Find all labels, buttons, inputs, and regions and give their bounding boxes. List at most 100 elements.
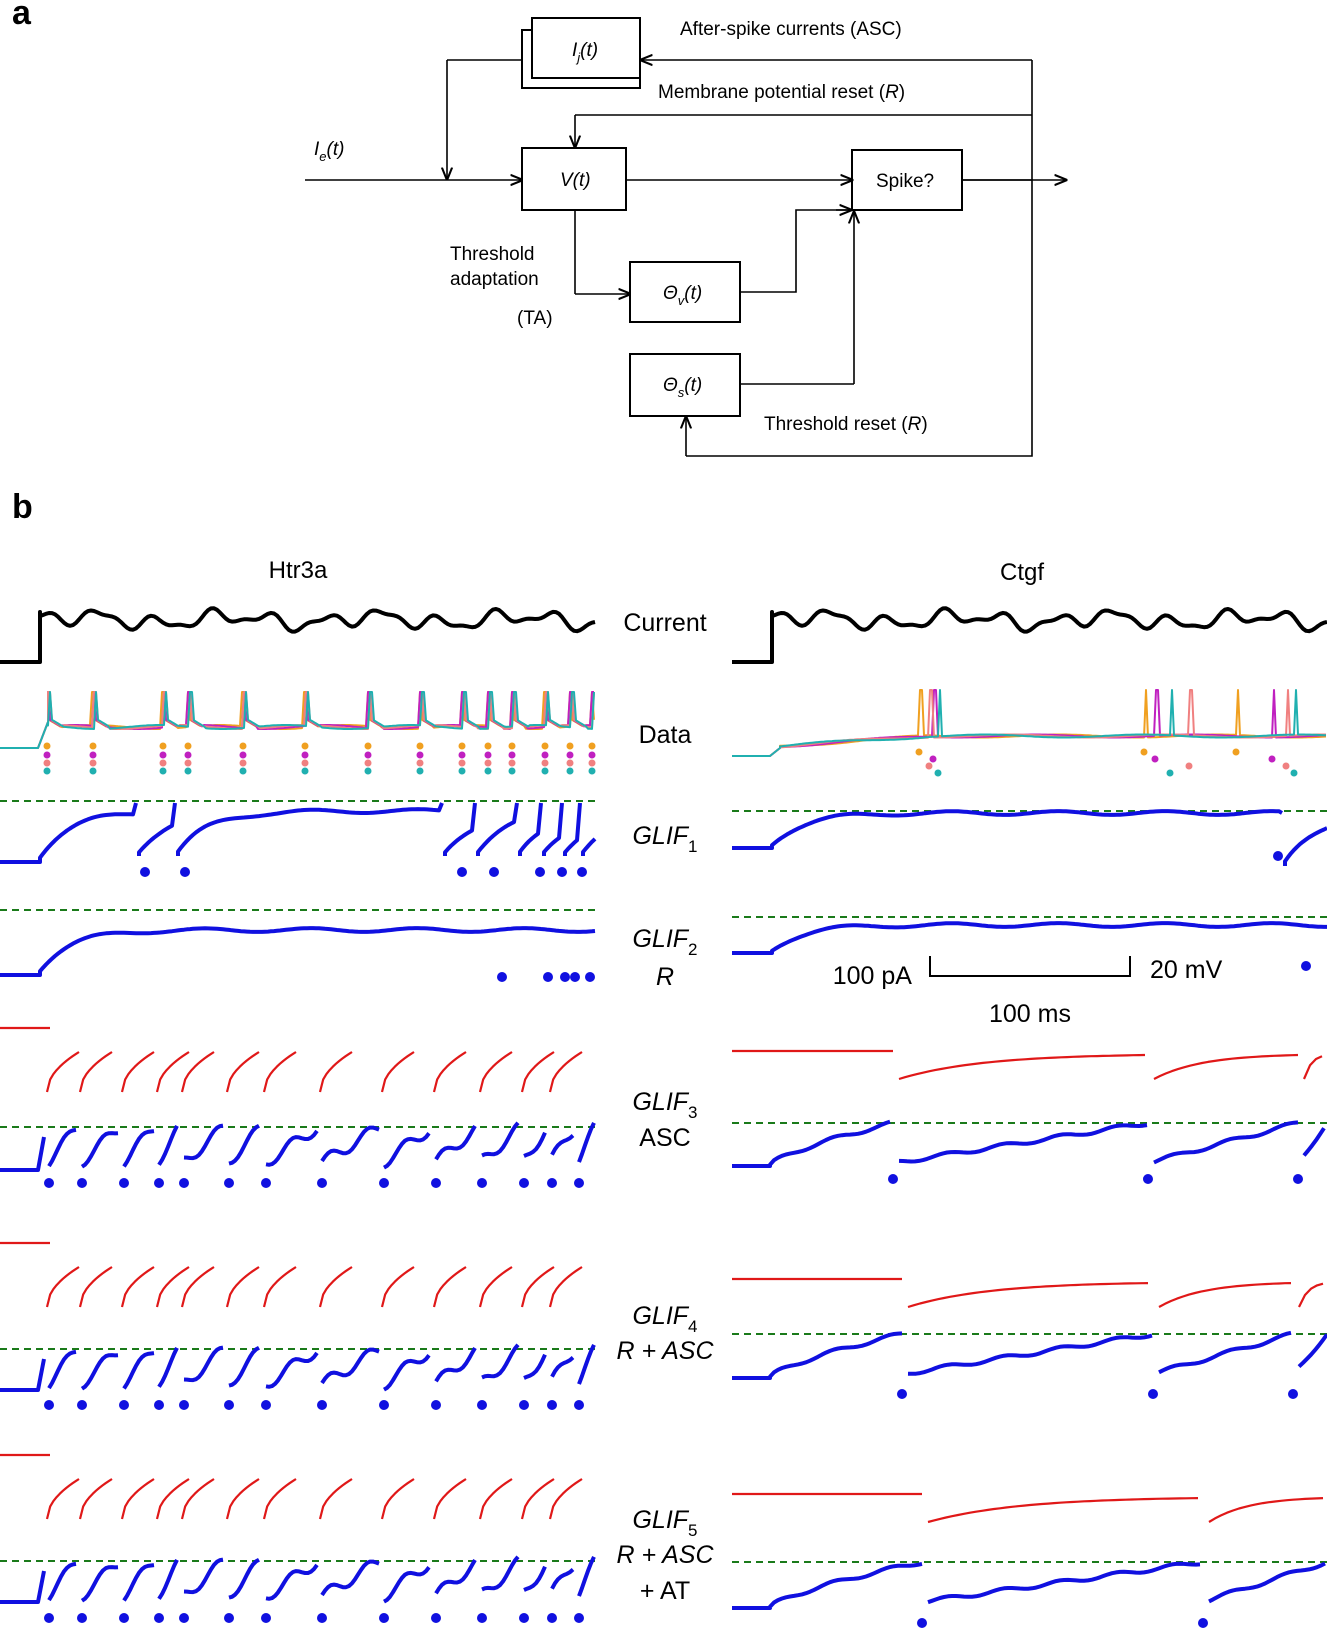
data-spike-dot [915,748,923,756]
data-spike-dot [184,751,192,759]
panel-a-label: a [12,0,32,32]
glif5-spike-dot-right [1198,1618,1208,1628]
glif3-spike-dot [179,1178,189,1188]
spike-box-label: Spike? [876,171,934,192]
glif3-spike-dot [317,1178,327,1188]
glif4-spike-dot [317,1400,327,1410]
glif4-spike-dot [119,1400,129,1410]
data-spike-dot [301,759,309,767]
glif3-voltage-segment [80,1131,119,1169]
glif5-threshold-arc [180,1478,215,1520]
glif3-spike-dot [379,1178,389,1188]
glif3-voltage-right [1302,1127,1326,1157]
voltage-trace-glif1-left [0,802,138,864]
glif3-voltage-segment [577,1122,596,1163]
glif3-voltage-right [732,1119,891,1168]
data-spike-dot [239,767,247,775]
glif3-voltage-segment [183,1123,224,1161]
glif3-threshold-arc [432,1051,467,1093]
data-spike-dot [588,751,596,759]
data-spike-dot [588,767,596,775]
glif4-threshold-arc [520,1266,555,1308]
data-spike-dot [239,751,247,759]
threshold-reset-label: Threshold reset (R) [764,414,928,435]
glif3-voltage-segment [265,1129,319,1167]
data-spike-dot [541,767,549,775]
spike-dot-glif2-left [560,972,570,982]
theta-v-box [629,261,741,323]
spike-dot-glif1-left [180,867,190,877]
glif5-spike-dot [547,1613,557,1623]
glif4-threshold-arc [478,1266,513,1308]
glif4-threshold-arc [432,1266,467,1308]
glif3-voltage-segment [122,1129,155,1168]
voltage-trace-glif1-left [476,802,519,856]
glif3-threshold-rise-right [1302,1055,1323,1080]
glif4-threshold-arc [120,1266,155,1308]
row-label-data: Data [639,721,692,749]
asc-label: After-spike currents (ASC) [680,19,902,40]
glif4-voltage-right [732,1331,903,1380]
glif5-spike-dot [224,1613,234,1623]
glif3-voltage-segment [47,1127,77,1168]
glif5-voltage-segment [523,1565,547,1592]
data-spike-dot [566,767,574,775]
data-trace-left-0 [0,691,595,749]
data-spike-dot [184,759,192,767]
glif3-voltage-segment [550,1133,575,1156]
glif3-spike-dot [519,1178,529,1188]
data-spike-dot [458,759,466,767]
glif5-spike-dot-right [917,1618,927,1628]
voltage-trace-glif1-left [443,802,477,856]
data-spike-dot [364,751,372,759]
v-box [521,147,627,211]
glif4-spike-dot-right [1288,1389,1298,1399]
glif5-spike-dot [574,1613,584,1623]
glif4-spike-dot [154,1400,164,1410]
glif3-spike-dot [119,1178,129,1188]
glif5-threshold-arc [548,1478,583,1520]
row-label-glif4-desc: R + ASC [616,1337,714,1365]
glif5-spike-dot [44,1613,54,1623]
glif5-threshold-arc [520,1478,555,1520]
spike-dot-glif1-left [489,867,499,877]
data-spike-dot [416,767,424,775]
glif5-spike-dot [379,1613,389,1623]
voltage-trace-glif1-left [563,802,582,856]
scale-bar-current: 100 pA [833,962,913,990]
glif3-voltage-segment [228,1123,260,1166]
col-right-title: Ctgf [1000,559,1044,586]
glif4-voltage-segment [265,1351,319,1389]
data-spike-dot [89,751,97,759]
glif4-voltage-right [1297,1333,1327,1369]
glif5-threshold-arc [478,1478,513,1520]
data-trace-right-0 [732,689,1327,757]
glif5-threshold-arc [262,1478,297,1520]
glif5-threshold-rise-right [927,1497,1199,1524]
glif4-spike-dot [77,1400,87,1410]
theta-s-box [629,353,741,417]
row-label-glif2-desc: R [656,963,674,991]
data-spike-dot [458,742,466,750]
data-spike-dot [159,742,167,750]
ta-label-2: adaptation [450,269,539,290]
data-spike-dot [364,767,372,775]
glif3-threshold-arc [78,1051,113,1093]
traces [0,606,1327,1628]
data-spike-dot [239,742,247,750]
data-spike-dot [301,751,309,759]
glif3-threshold-arc [225,1051,260,1093]
theta-s-label: Θs(t) [663,375,702,400]
glif5-threshold-arc [155,1478,190,1520]
glif3-threshold-rise-right [1153,1053,1299,1080]
glif5-threshold-arc [432,1478,467,1520]
data-spike-dot [1290,769,1298,777]
glif5-voltage-segment [434,1559,477,1595]
voltage-trace-glif1-left [518,802,543,856]
glif3-spike-dot [431,1178,441,1188]
data-spike-dot [89,759,97,767]
glif5-threshold-rise-right [1208,1497,1324,1523]
glif5-voltage-segment [228,1557,260,1600]
data-spike-dot [89,742,97,750]
data-spike-dot [925,762,933,770]
